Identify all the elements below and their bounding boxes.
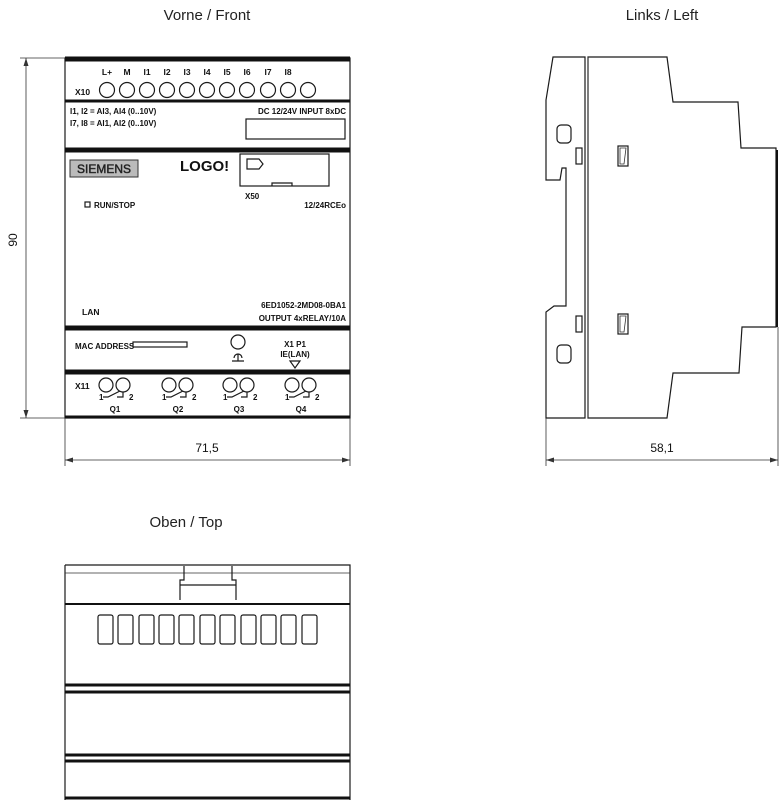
svg-text:I7: I7 [264, 67, 271, 77]
output-spec: OUTPUT 4xRELAY/10A [259, 314, 347, 323]
front-view-title: Vorne / Front [164, 7, 252, 24]
analog-note-2: I7, I8 = AI1, AI2 (0..10V) [70, 119, 157, 128]
variant-label: 12/24RCEo [304, 201, 346, 210]
svg-text:L+: L+ [102, 67, 112, 77]
logo-product-name: LOGO! [180, 158, 229, 175]
front-view: X10 L+ M I1 I2 I3 I4 I5 I6 I7 I8 I1, I2 … [64, 56, 351, 419]
label-field [245, 118, 346, 140]
terminal-openings [97, 614, 318, 645]
ethernet-port-triangle-icon[interactable] [288, 360, 302, 370]
memory-card-slot[interactable] [239, 153, 330, 187]
input-spec: DC 12/24V INPUT 8xDC [258, 107, 346, 116]
top-view [64, 564, 351, 800]
svg-text:1: 1 [223, 393, 228, 402]
svg-text:2: 2 [315, 393, 320, 402]
port-label: X1 P1 [284, 340, 306, 349]
svg-text:I3: I3 [183, 67, 190, 77]
input-terminal-screws [98, 81, 317, 99]
latch-icon [617, 145, 629, 167]
svg-text:I4: I4 [203, 67, 210, 77]
left-view-title: Links / Left [626, 7, 699, 24]
mac-address-field [132, 341, 188, 348]
svg-text:1: 1 [99, 393, 104, 402]
svg-text:I1: I1 [143, 67, 150, 77]
svg-text:58,1: 58,1 [650, 441, 674, 455]
left-view [545, 56, 778, 419]
svg-text:SIEMENS: SIEMENS [77, 162, 131, 176]
svg-text:2: 2 [253, 393, 258, 402]
svg-text:I6: I6 [243, 67, 250, 77]
ground-icon [232, 353, 244, 362]
output-q1: Q1 [110, 405, 121, 414]
mac-address-label: MAC ADDRESS [75, 342, 135, 351]
svg-text:1: 1 [162, 393, 167, 402]
output-q2: Q2 [173, 405, 184, 414]
order-number: 6ED1052-2MD08-0BA1 [261, 301, 346, 310]
svg-text:I5: I5 [223, 67, 230, 77]
input-terminal-labels: L+ M I1 I2 I3 I4 I5 I6 I7 I8 [102, 67, 292, 77]
svg-text:1: 1 [285, 393, 290, 402]
output-q3: Q3 [234, 405, 245, 414]
lan-label: LAN [82, 307, 99, 317]
lan-led [230, 334, 246, 350]
run-stop-label: RUN/STOP [94, 201, 136, 210]
svg-text:2: 2 [192, 393, 197, 402]
svg-text:M: M [123, 67, 130, 77]
port-type: IE(LAN) [280, 350, 310, 359]
svg-text:71,5: 71,5 [195, 441, 219, 455]
analog-note-1: I1, I2 = AI3, AI4 (0..10V) [70, 107, 157, 116]
latch-icon [617, 313, 629, 335]
output-terminals: 1 2 1 2 1 2 1 2 Q1 Q2 Q3 Q4 [98, 377, 320, 414]
top-view-title: Oben / Top [149, 514, 222, 531]
x50-label: X50 [245, 192, 260, 201]
x10-label: X10 [75, 87, 90, 97]
width-dimension: 71,5 [64, 418, 351, 466]
card-icon [246, 158, 264, 170]
output-q4: Q4 [296, 405, 307, 414]
svg-text:90: 90 [6, 233, 20, 247]
svg-text:2: 2 [129, 393, 134, 402]
x11-label: X11 [75, 381, 90, 391]
siemens-logo: SIEMENS [69, 159, 139, 178]
height-dimension: 90 [6, 57, 65, 419]
run-stop-led [84, 201, 91, 208]
svg-text:I8: I8 [284, 67, 291, 77]
svg-text:I2: I2 [163, 67, 170, 77]
depth-dimension: 58,1 [545, 327, 779, 466]
